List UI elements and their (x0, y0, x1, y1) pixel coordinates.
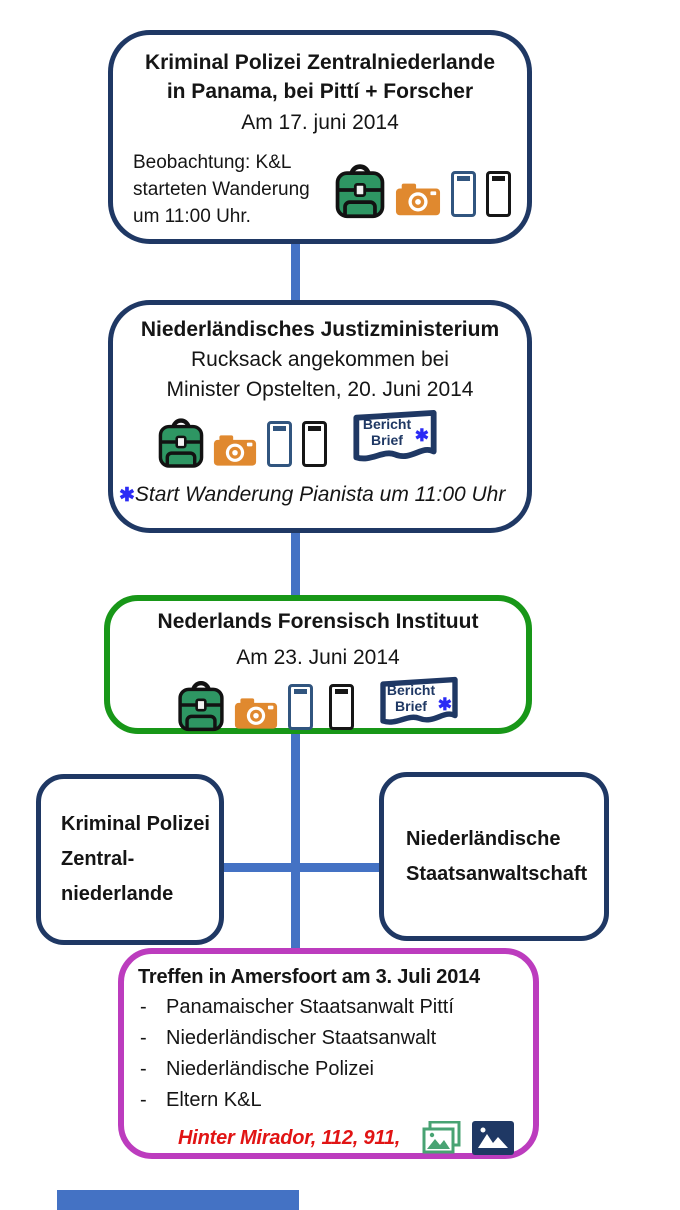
backpack-icon (176, 678, 226, 732)
note-line: starteten Wanderung (133, 179, 310, 200)
smartphone-blue-icon (288, 684, 313, 730)
node-text-line: Minister Opstelten, 20. Juni 2014 (166, 378, 474, 401)
node-police-panama: Kriminal Polizei Zentralniederlande in P… (108, 30, 532, 244)
connector-side-boxes (222, 863, 380, 872)
node-text-line: Niederländische (406, 827, 561, 850)
node-kriminal-polizei: Kriminal Polizei Zentral- niederlande (36, 774, 224, 945)
footnote-text: Start Wanderung Pianista um 11:00 Uhr (134, 483, 506, 506)
asterisk-icon: ✱ (414, 426, 429, 445)
smartphone-black-icon (329, 684, 354, 730)
asterisk-icon: ✱ (119, 485, 135, 506)
bullet-dash: - (140, 996, 147, 1018)
list-item-text: Niederländische Polizei (166, 1058, 374, 1080)
footnote: ✱Start Wanderung Pianista um 11:00 Uhr (119, 483, 527, 507)
camera-icon (234, 696, 278, 730)
report-label-line: Bericht (362, 416, 412, 432)
photo-icon (472, 1121, 514, 1155)
report-label: Bericht Brief (351, 416, 423, 448)
node-date: Am 23. Juni 2014 (236, 646, 400, 669)
camera-icon (395, 181, 441, 217)
list-item-text: Eltern K&L (166, 1089, 262, 1111)
node-title-line: in Panama, bei Pittí + Forscher (166, 80, 474, 103)
report-label: Bericht Brief (378, 682, 444, 714)
list-item: - Niederländische Polizei (136, 1054, 523, 1085)
node-justizministerium: Niederländisches Justizministerium Rucks… (108, 300, 532, 533)
report-letter-icon: Bericht Brief ✱ (351, 409, 439, 467)
smartphone-black-icon (302, 421, 327, 467)
node-title-line: Kriminal Polizei Zentralniederlande (144, 51, 496, 74)
continuation-bar (57, 1190, 299, 1210)
report-label-line: Bericht (386, 682, 436, 698)
note-line: Beobachtung: K&L (133, 152, 292, 173)
smartphone-blue-icon (267, 421, 292, 467)
node-title: Nederlands Forensisch Instituut (157, 610, 479, 633)
highlight-text: Hinter Mirador, 112, 911, (178, 1126, 401, 1149)
backpack-icon (333, 161, 387, 219)
evidence-icons: Bericht Brief ✱ (157, 409, 527, 469)
node-date: Am 17. juni 2014 (241, 111, 399, 134)
note-line: um 11:00 Uhr. (133, 206, 251, 227)
list-item: - Panamaischer Staatsanwalt Pittí (136, 992, 523, 1023)
list-item: - Eltern K&L (136, 1085, 523, 1116)
node-text-line: niederlande (61, 883, 174, 905)
evidence-icons (333, 161, 511, 219)
highlight-row: Hinter Mirador, 112, 911, (178, 1121, 523, 1155)
list-item-text: Niederländischer Staatsanwalt (166, 1027, 437, 1049)
node-text-line: Staatsanwaltschaft (406, 862, 588, 885)
bullet-dash: - (140, 1089, 147, 1111)
node-forensisch-instituut: Nederlands Forensisch Instituut Am 23. J… (104, 595, 532, 734)
node-text-line: Zentral- (61, 848, 135, 870)
camera-icon (213, 433, 257, 467)
smartphone-blue-icon (451, 170, 476, 217)
node-title: Treffen in Amersfoort am 3. Juli 2014 (138, 966, 480, 988)
evidence-icons: Bericht Brief ✱ (110, 676, 526, 732)
observation-note: Beobachtung: K&L starteten Wanderung um … (133, 149, 333, 230)
connector-box2-box3 (291, 530, 300, 597)
bullet-dash: - (140, 1027, 147, 1049)
bullet-dash: - (140, 1058, 147, 1080)
node-title: Niederländisches Justizministerium (140, 318, 500, 341)
connector-box3-meeting (291, 731, 300, 950)
list-item: - Niederländischer Staatsanwalt (136, 1023, 523, 1054)
smartphone-black-icon (486, 170, 511, 217)
connector-box1-box2 (291, 242, 300, 302)
report-letter-icon: Bericht Brief ✱ (378, 676, 460, 730)
asterisk-icon: ✱ (437, 695, 452, 714)
list-item-text: Panamaischer Staatsanwalt Pittí (166, 996, 454, 1018)
report-label-line: Brief (395, 698, 427, 714)
backpack-icon (157, 415, 205, 469)
node-text-line: Rucksack angekommen bei (191, 348, 449, 371)
node-staatsanwaltschaft: Niederländische Staatsanwaltschaft (379, 772, 609, 941)
report-label-line: Brief (371, 432, 403, 448)
photos-stack-icon (422, 1121, 462, 1155)
node-treffen-amersfoort: Treffen in Amersfoort am 3. Juli 2014 - … (118, 948, 539, 1159)
node-text-line: Kriminal Polizei (61, 813, 210, 835)
